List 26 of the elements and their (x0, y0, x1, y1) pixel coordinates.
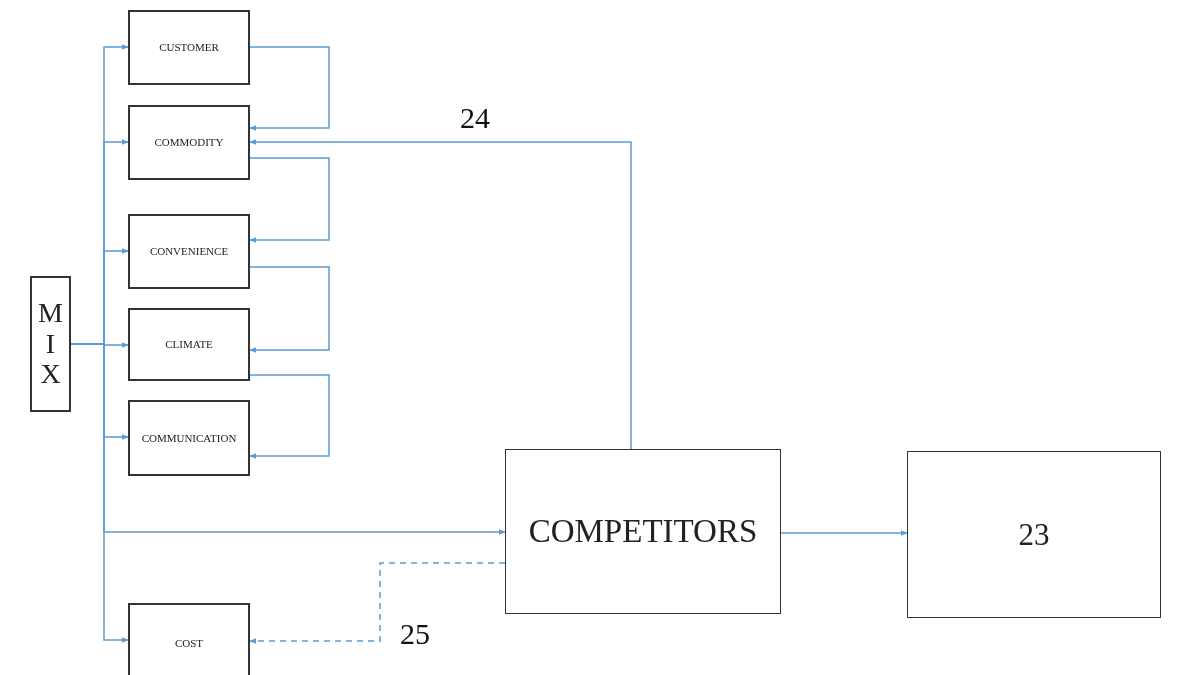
process-box (128, 400, 250, 476)
box-label: COMMODITY (154, 136, 224, 149)
process-box (128, 10, 250, 85)
arrow (249, 374, 330, 459)
box-label: COMMUNICATION (141, 431, 237, 445)
box-label: 23 (1018, 516, 1050, 553)
box-label: CONVENIENCE (149, 245, 229, 258)
process-box (505, 449, 781, 614)
box-label: CLIMATE (165, 338, 213, 351)
arrow (249, 139, 632, 450)
box-label: COMPETITORS (528, 512, 758, 551)
box-label: CUSTOMER (159, 41, 219, 54)
box-label: MIX (37, 297, 64, 391)
process-box (128, 214, 250, 289)
arrow (249, 46, 330, 131)
process-box (907, 451, 1161, 618)
box-label: COST (174, 636, 204, 650)
arrow (249, 562, 506, 644)
arrow (70, 343, 129, 643)
process-box (128, 308, 250, 381)
arrow (780, 530, 908, 536)
process-box (128, 603, 250, 675)
process-box (128, 105, 250, 180)
process-box (30, 276, 71, 412)
arrow (249, 266, 330, 353)
arrow (249, 157, 330, 243)
